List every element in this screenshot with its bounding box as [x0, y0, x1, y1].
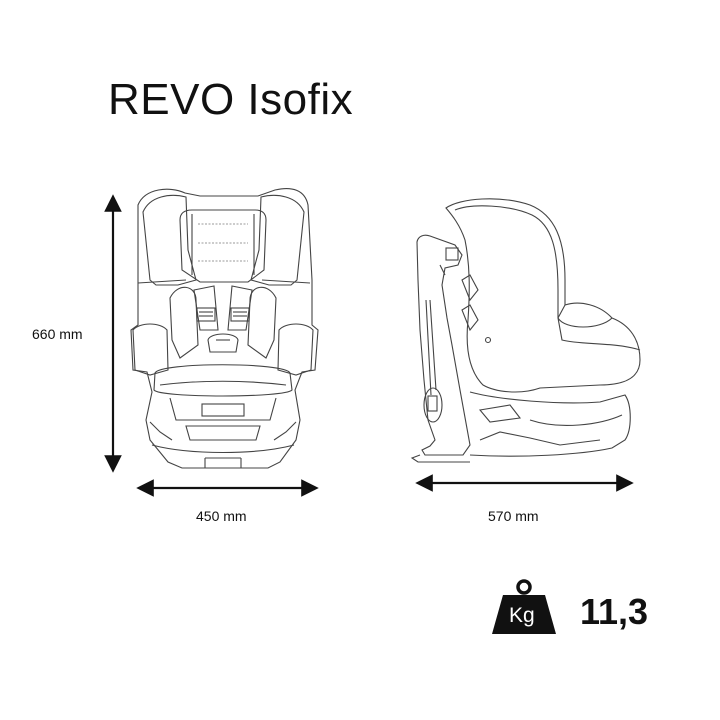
weight-value: 11,3	[580, 591, 649, 632]
height-label: 660 mm	[32, 326, 83, 342]
weight-kg-icon	[492, 579, 556, 634]
car-seat-front-view	[130, 187, 319, 469]
car-seat-side-view	[410, 198, 641, 463]
depth-label: 570 mm	[488, 508, 539, 524]
weight-icon-label: Kg	[509, 604, 535, 627]
width-label: 450 mm	[196, 508, 247, 524]
product-title: REVO Isofix	[108, 75, 354, 124]
